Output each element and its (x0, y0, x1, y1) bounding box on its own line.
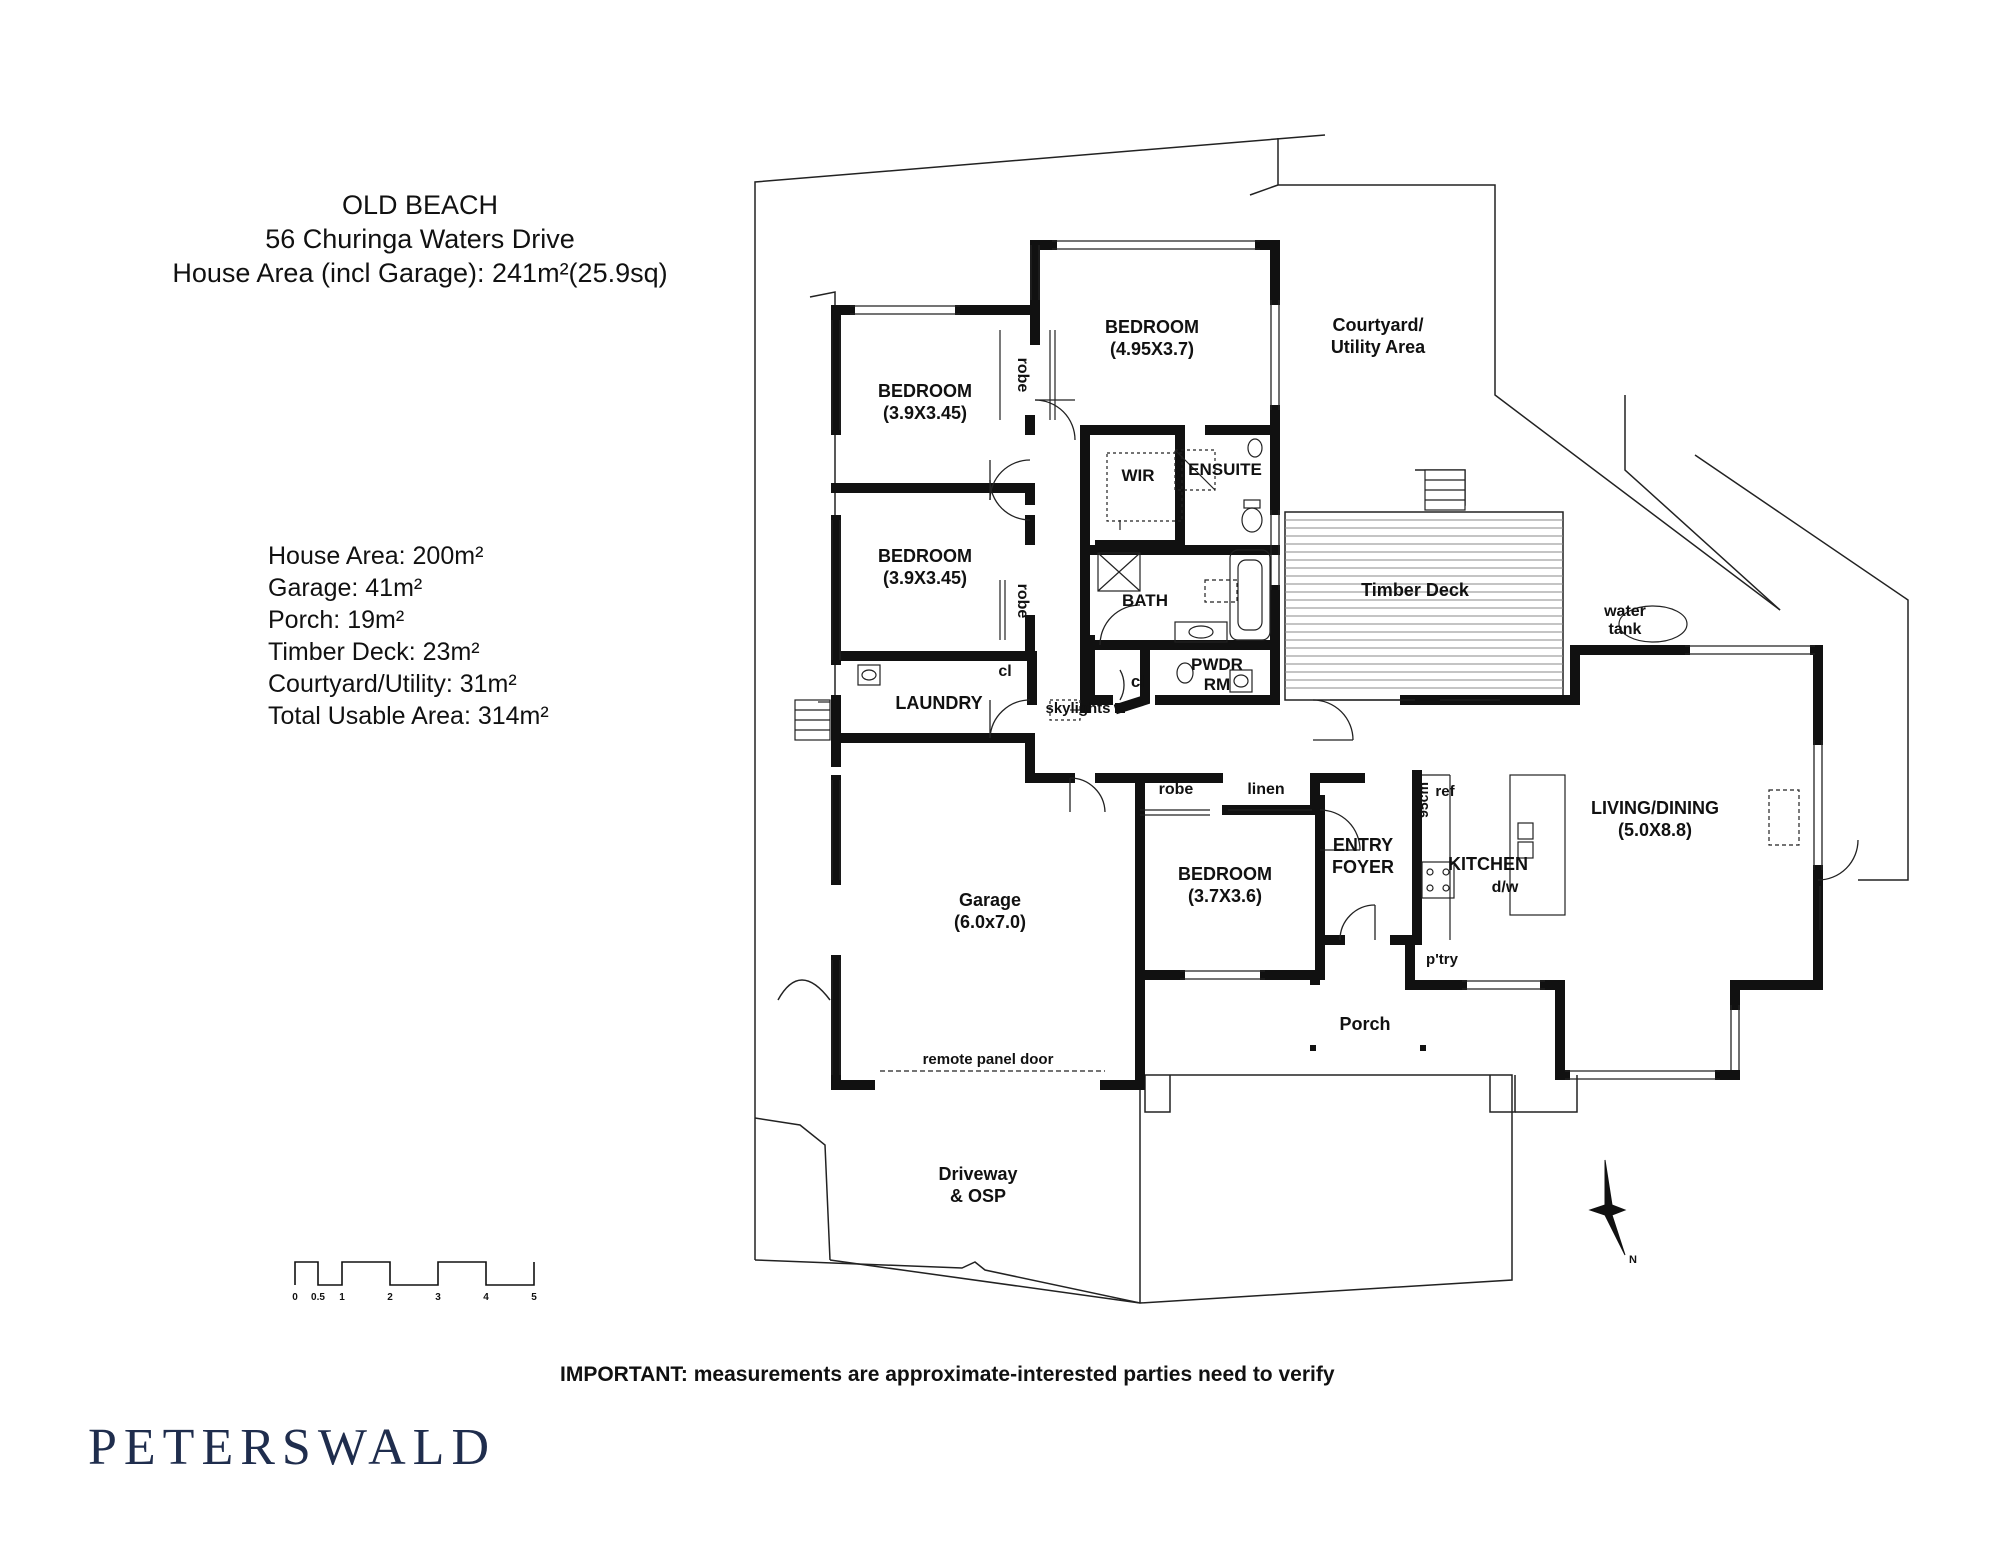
doors (989, 399, 1859, 941)
area-porch: Porch: 19m² (268, 606, 405, 634)
suburb-title: OLD BEACH (341, 190, 499, 220)
living-size: (5.0X8.8) (1618, 820, 1692, 840)
area-garage: Garage: 41m² (268, 574, 423, 602)
95cm-label: 95cm (1415, 782, 1431, 818)
living-name: LIVING/DINING (1591, 798, 1719, 818)
room-labels: BEDROOM (4.95X3.7) Courtyard/ Utility Ar… (878, 315, 1719, 1206)
brand-logo: PETERSWALD (88, 1419, 496, 1476)
garage-size: (6.0x7.0) (954, 912, 1026, 932)
bedroom3-name: BEDROOM (878, 546, 972, 566)
area-total: Total Usable Area: 314m² (268, 702, 549, 730)
garage-name: Garage (959, 890, 1021, 910)
house-area-title: House Area (incl Garage): 241m²(25.9sq) (172, 258, 668, 288)
entry-label-2: FOYER (1332, 857, 1394, 877)
pantry-label: p'try (1426, 951, 1459, 968)
bedroom1-name: BEDROOM (1105, 317, 1199, 337)
scale-tick-0: 0 (292, 1292, 298, 1303)
laundry-label: LAUNDRY (895, 693, 982, 713)
scale-tick-1: 1 (339, 1292, 345, 1303)
timber-deck (1284, 469, 1564, 701)
water-tank-label-1: water (1603, 603, 1646, 620)
remote-door-label: remote panel door (923, 1051, 1054, 1068)
robe-label-3: robe (1159, 781, 1194, 798)
timber-deck-label: Timber Deck (1361, 580, 1470, 600)
porch-posts (1310, 1045, 1426, 1051)
courtyard-label-1: Courtyard/ (1332, 315, 1423, 335)
robe-label-1: robe (1014, 358, 1031, 393)
ref-label: ref (1435, 783, 1455, 800)
wir-label: WIR (1121, 466, 1154, 485)
driveway-label-2: & OSP (950, 1186, 1006, 1206)
cl-label-2: cl (998, 663, 1011, 680)
bedroom4-name: BEDROOM (1178, 864, 1272, 884)
area-house: House Area: 200m² (268, 542, 484, 570)
porch-label: Porch (1339, 1014, 1390, 1034)
kitchen-label: KITCHEN (1448, 854, 1528, 874)
scale-tick-4: 4 (483, 1292, 489, 1303)
bedroom2-name: BEDROOM (878, 381, 972, 401)
pwdr-label-1: PWDR (1191, 655, 1243, 674)
bath-label: BATH (1122, 591, 1168, 610)
pwdr-label-2: RM (1204, 675, 1230, 694)
bedroom1-size: (4.95X3.7) (1110, 339, 1194, 359)
ensuite-label: ENSUITE (1188, 460, 1262, 479)
fixtures (794, 330, 1800, 1072)
scale-tick-2: 2 (387, 1292, 393, 1303)
bedroom4-size: (3.7X3.6) (1188, 886, 1262, 906)
courtyard-label-2: Utility Area (1331, 337, 1426, 357)
water-tank-label-2: tank (1609, 621, 1642, 638)
driveway-label-1: Driveway (938, 1164, 1017, 1184)
cl-label-1: cl (1131, 672, 1145, 691)
scale-tick-3: 3 (435, 1292, 441, 1303)
bedroom2-size: (3.9X3.45) (883, 403, 967, 423)
scale-tick-05: 0.5 (311, 1292, 325, 1303)
entry-label-1: ENTRY (1333, 835, 1393, 855)
compass-icon: N (1588, 1159, 1637, 1266)
bedroom3-size: (3.9X3.45) (883, 568, 967, 588)
area-courtyard: Courtyard/Utility: 31m² (268, 670, 517, 698)
compass-n-label: N (1629, 1254, 1637, 1266)
scale-tick-5: 5 (531, 1292, 537, 1303)
dw-label: d/w (1492, 879, 1519, 896)
disclaimer-note: IMPORTANT: measurements are approximate-… (560, 1363, 1335, 1386)
linen-label: linen (1247, 781, 1284, 798)
area-deck: Timber Deck: 23m² (268, 638, 480, 666)
address-title: 56 Churinga Waters Drive (265, 224, 575, 254)
site-boundary (754, 134, 1909, 1304)
skylights-label: skylights (1045, 700, 1110, 717)
scale-bar: 0 0.5 1 2 3 4 5 (292, 1261, 537, 1303)
windows (831, 240, 1823, 1080)
robe-label-2: robe (1014, 584, 1031, 619)
area-list: House Area: 200m² Garage: 41m² Porch: 19… (268, 540, 549, 732)
